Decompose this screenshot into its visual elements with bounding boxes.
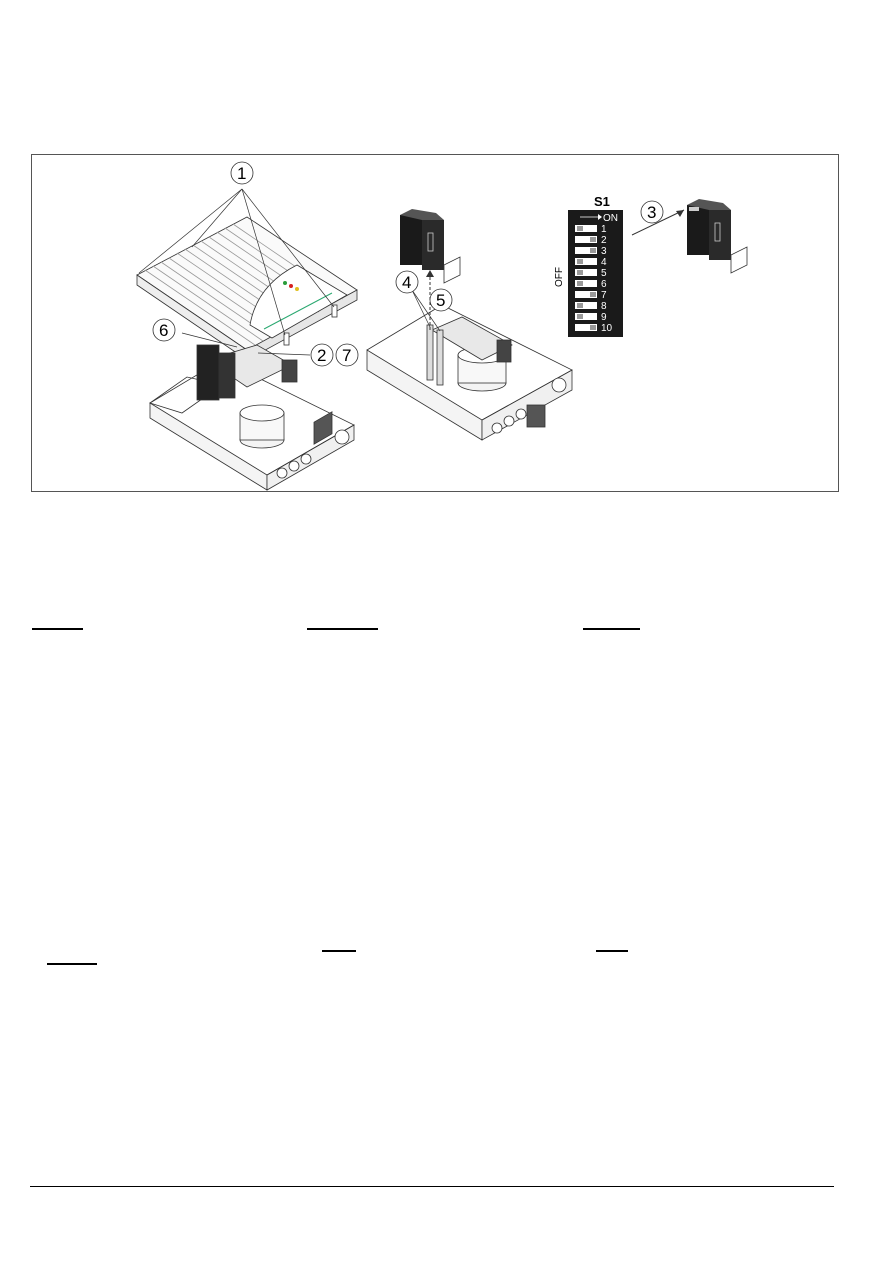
svg-text:7: 7 [601, 290, 607, 301]
dip-switch-5: 5 [575, 268, 607, 279]
svg-text:4: 4 [402, 273, 411, 292]
enclosure-base-left [149, 344, 355, 491]
callout-2: 2 [310, 343, 334, 367]
svg-text:6: 6 [601, 279, 607, 290]
svg-text:1: 1 [237, 164, 246, 183]
dip-switch-10: 10 [575, 323, 613, 334]
callout-6: 6 [152, 318, 176, 342]
svg-text:6: 6 [159, 321, 168, 340]
svg-text:4: 4 [601, 257, 607, 268]
dip-switch-title: S1 [594, 194, 610, 209]
svg-text:2: 2 [601, 235, 607, 246]
heading-underline-2 [307, 628, 378, 630]
dip-switch-3: 3 [575, 246, 607, 257]
dip-off-label: OFF [554, 267, 565, 287]
dip-switch-2: 2 [575, 235, 607, 246]
heading-underline-3 [583, 628, 640, 630]
callout-3: 3 [640, 200, 664, 224]
svg-text:5: 5 [436, 291, 445, 310]
svg-text:3: 3 [601, 246, 607, 257]
callout-4: 4 [395, 270, 419, 294]
svg-text:1: 1 [601, 224, 607, 235]
dip-switch-4: 4 [575, 257, 607, 268]
svg-text:10: 10 [601, 323, 613, 334]
svg-text:8: 8 [601, 301, 607, 312]
heading-underline-1 [32, 628, 83, 630]
heading-underline-4 [47, 963, 97, 965]
svg-text:3: 3 [647, 203, 656, 222]
callout-5: 5 [429, 288, 453, 312]
dip-switch-8: 8 [575, 301, 607, 312]
heading-underline-5 [322, 950, 356, 952]
svg-text:9: 9 [601, 312, 607, 323]
leader-lines [138, 188, 441, 356]
callout-1: 1 [230, 161, 254, 185]
plug-in-module-right [631, 199, 748, 274]
footer-rule [30, 1186, 834, 1187]
plug-in-module-middle [400, 209, 461, 330]
dip-on-label: ON [603, 213, 618, 224]
callout-7: 7 [335, 343, 359, 367]
heading-underline-6 [596, 950, 628, 952]
callouts: 1 2 3 4 5 6 7 [152, 161, 664, 367]
dip-switch-1: 1 [575, 224, 607, 235]
svg-text:5: 5 [601, 268, 607, 279]
dip-switch-6: 6 [575, 279, 607, 290]
dip-switch-7: 7 [575, 290, 607, 301]
enclosure-base-middle [366, 304, 573, 441]
enclosure-lid [136, 216, 358, 361]
dip-switch-9: 9 [575, 312, 607, 323]
svg-text:2: 2 [317, 346, 326, 365]
svg-text:7: 7 [342, 346, 351, 365]
